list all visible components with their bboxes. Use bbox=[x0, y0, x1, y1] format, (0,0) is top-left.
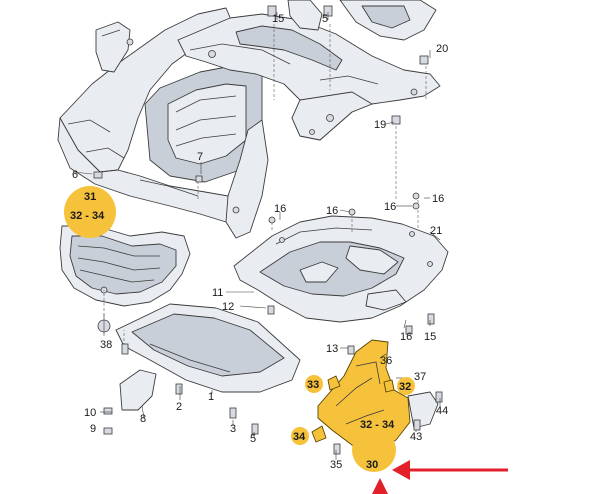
label-16-lower: 16 bbox=[400, 331, 412, 343]
leader-lines bbox=[69, 12, 441, 460]
label-30: 30 bbox=[366, 459, 378, 471]
lower-side-panel-highlighted bbox=[311, 339, 439, 453]
label-5: 5 bbox=[322, 13, 328, 25]
label-10: 10 bbox=[84, 407, 96, 419]
label-44: 44 bbox=[436, 405, 448, 417]
label-34: 34 bbox=[293, 431, 306, 443]
callout-30 bbox=[352, 428, 396, 472]
arrowhead-up bbox=[372, 478, 388, 494]
label-16-left: 16 bbox=[274, 203, 286, 215]
label-13: 13 bbox=[326, 343, 338, 355]
label-31: 31 bbox=[84, 191, 96, 203]
fasteners bbox=[93, 24, 443, 455]
wheel-arch-liner bbox=[59, 225, 191, 307]
label-3: 3 bbox=[230, 423, 236, 435]
label-15b: 15 bbox=[424, 331, 436, 343]
arrowhead-left bbox=[392, 460, 410, 480]
label-16-right: 16 bbox=[384, 201, 396, 213]
label-38: 38 bbox=[100, 339, 112, 351]
label-20: 20 bbox=[436, 43, 448, 55]
highlight-callouts bbox=[64, 186, 415, 472]
label-36: 36 bbox=[380, 355, 392, 367]
label-32-34-left: 32 - 34 bbox=[70, 210, 105, 222]
label-33: 33 bbox=[307, 379, 319, 391]
label-1: 1 bbox=[208, 391, 214, 403]
label-8: 8 bbox=[140, 413, 146, 425]
label-11: 11 bbox=[212, 287, 223, 299]
label-16-middle: 16 bbox=[326, 205, 338, 217]
label-2: 2 bbox=[176, 401, 182, 413]
red-pointer-arrows bbox=[372, 460, 508, 494]
label-9: 9 bbox=[90, 423, 96, 435]
label-32-34-right: 32 - 34 bbox=[360, 419, 395, 431]
callout-34 bbox=[291, 427, 309, 445]
label-16-far-right: 16 bbox=[432, 193, 444, 205]
callout-left bbox=[64, 186, 116, 238]
label-35: 35 bbox=[330, 459, 342, 471]
label-7: 7 bbox=[197, 151, 203, 163]
front-subframe bbox=[177, 0, 441, 141]
label-32: 32 bbox=[399, 381, 411, 393]
callout-32 bbox=[397, 377, 415, 395]
label-12: 12 bbox=[222, 301, 234, 313]
centre-undertray bbox=[115, 303, 301, 411]
label-15: 15 bbox=[272, 13, 284, 25]
engine-undertray bbox=[233, 215, 449, 323]
label-19: 19 bbox=[374, 119, 386, 131]
label-5b: 5 bbox=[250, 433, 256, 445]
label-6: 6 bbox=[72, 169, 78, 181]
callout-33 bbox=[305, 375, 323, 393]
label-43: 43 bbox=[410, 431, 422, 443]
part-labels: 15 5 20 19 6 7 16 16 16 16 21 11 12 13 3… bbox=[70, 13, 448, 471]
label-21: 21 bbox=[430, 225, 442, 237]
label-37: 37 bbox=[414, 371, 426, 383]
